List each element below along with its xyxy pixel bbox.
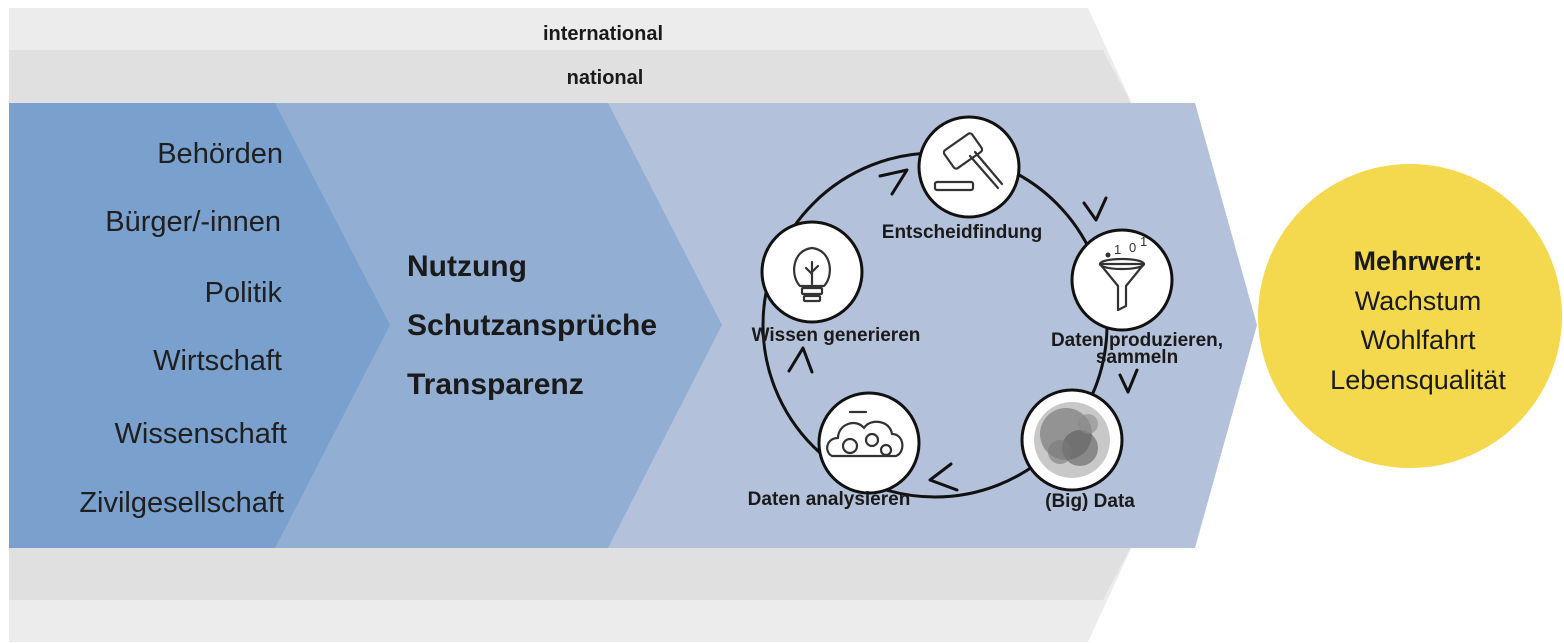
value-item-wachstum: Wachstum <box>1355 286 1482 316</box>
actor-buerger: Bürger/-innen <box>105 206 281 238</box>
label-big-data: (Big) Data <box>1045 491 1135 512</box>
actor-zivilgesellschaft: Zivilgesellschaft <box>79 487 284 519</box>
label-decision: Entscheidfindung <box>882 222 1042 243</box>
actor-wirtschaft: Wirtschaft <box>153 345 282 377</box>
gavel-icon <box>933 132 1004 192</box>
international-label: international <box>543 23 663 45</box>
gears-cloud-icon <box>826 410 904 458</box>
cycle-arrow-4 <box>928 462 959 492</box>
lightbulb-icon <box>793 246 831 303</box>
data-cloud-icon <box>1034 402 1110 478</box>
label-knowledge: Wissen generieren <box>752 325 921 346</box>
actors-area <box>9 103 390 548</box>
cycle-arrow-3 <box>1118 368 1139 394</box>
value-item-lebensqualitaet: Lebensqualität <box>1330 365 1506 395</box>
cycle-arrow-2 <box>1082 196 1108 222</box>
value-circle: Mehrwert: Wachstum Wohlfahrt Lebensquali… <box>1258 164 1562 468</box>
svg-text:0: 0 <box>1129 240 1136 255</box>
step-big-data: (Big) Data <box>1020 388 1135 512</box>
svg-text:1: 1 <box>1140 234 1147 249</box>
label-produce-line2: sammeln <box>1096 347 1178 368</box>
aspect-transparenz: Transparenz <box>407 368 584 401</box>
step-knowledge: Wissen generieren <box>752 220 921 346</box>
aspect-nutzung: Nutzung <box>407 250 527 283</box>
actor-politik: Politik <box>205 277 283 309</box>
cycle-arrow-1 <box>878 168 909 196</box>
step-produce: 1 0 1 Daten produzieren, sammeln <box>1051 228 1223 368</box>
value-title: Mehrwert: <box>1353 246 1482 276</box>
cycle-arrow-5 <box>787 346 814 374</box>
step-decision: Entscheidfindung <box>882 115 1042 243</box>
aspects-list: Nutzung Schutzansprüche Transparenz <box>407 250 657 401</box>
actor-behoerden: Behörden <box>157 138 283 170</box>
funnel-icon: 1 0 1 <box>1098 234 1147 312</box>
aspect-schutzansprueche: Schutzansprüche <box>407 309 657 342</box>
national-label: national <box>567 67 644 89</box>
step-analyse: Daten analysieren <box>748 391 921 510</box>
actor-wissenschaft: Wissenschaft <box>115 418 287 450</box>
actors-list: Behörden Bürger/-innen Politik Wirtschaf… <box>79 138 287 519</box>
label-analyse: Daten analysieren <box>748 489 911 510</box>
label-produce-line1: Daten produzieren, <box>1051 330 1223 351</box>
value-item-wohlfahrt: Wohlfahrt <box>1360 325 1476 355</box>
svg-text:1: 1 <box>1114 242 1121 257</box>
